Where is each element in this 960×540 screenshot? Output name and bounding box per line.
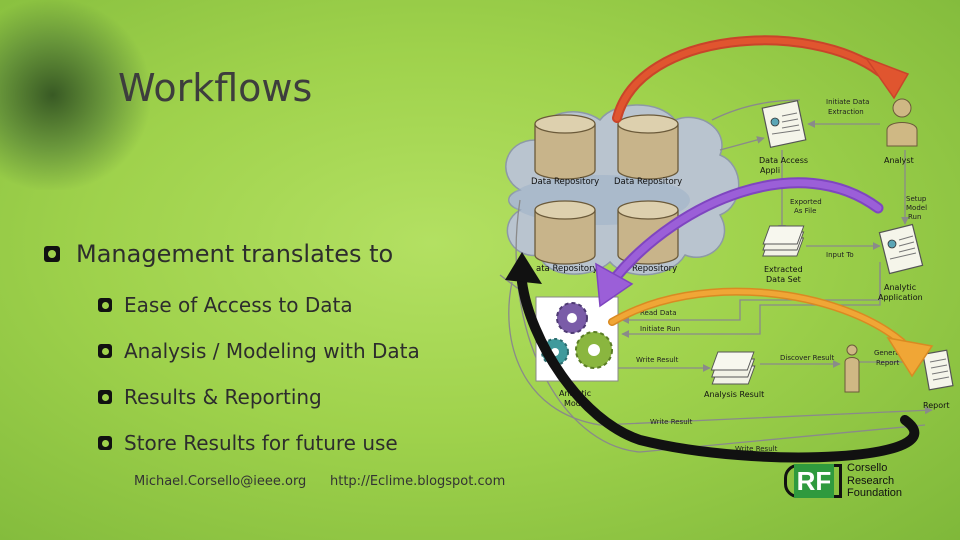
edge-label: Run [908,213,921,221]
connector-lines [499,99,933,453]
edge-label: Write Result [650,418,693,426]
node-label: Repository [632,264,677,274]
bullet-item: Results & Reporting [98,374,484,420]
document-icon [761,99,807,149]
logo-line: Research [847,474,895,487]
circuit-board-image [0,0,150,190]
logo-line: Corsello [847,462,888,474]
document-stack-icon [762,225,805,257]
bullet-item: Management translates to [44,236,484,272]
edge-label: Read Data [640,309,677,317]
database-icon [617,200,679,265]
node-label: ata Repository [536,264,598,274]
node-label: Extracted [764,265,803,274]
database-icon [534,114,596,180]
node-label: Data Repository [531,177,599,187]
node-label: Analytic [884,283,916,292]
purple-arrow [595,177,884,308]
bullet-icon [98,298,112,312]
document-icon [878,223,924,275]
bullet-text: Management translates to [76,240,394,268]
document-stack-icon [710,351,756,385]
node-label: Data Repository [614,177,682,187]
bullet-icon [98,390,112,404]
bullet-item: Ease of Access to Data [98,282,484,328]
edge-label: Exported [790,198,822,206]
edge-label: Initiate Run [640,325,680,333]
edge-label: Report [876,359,899,367]
logo-text: Corsello Research Foundation [847,462,902,500]
edge-label: Model [906,204,927,212]
footer-email[interactable]: Michael.Corsello@ieee.org [134,474,307,489]
logo-line: Foundation [847,487,903,499]
node-label: Analyst [884,156,914,165]
bullet-item: Store Results for future use [98,420,484,466]
foundation-logo: RF Corsello Research Foundation [784,462,914,502]
bullet-icon [98,344,112,358]
edge-label: Write Result [636,356,679,364]
node-label: Data Access [759,156,808,165]
bullet-text: Ease of Access to Data [124,293,353,317]
edge-label: Extraction [828,108,864,116]
database-icon [534,200,596,265]
gears-icon [535,296,619,382]
black-arrow [505,252,920,463]
edge-label: Initiate Data [826,98,869,106]
bullet-list: Management translates to Ease of Access … [44,236,484,466]
document-icon [922,349,954,391]
node-label: Appli [760,166,780,175]
bullet-icon [44,246,60,262]
node-label: Data Set [766,275,801,284]
bullet-item: Analysis / Modeling with Data [98,328,484,374]
node-label: Analysis Result [704,390,764,399]
node-label: Application [878,293,923,302]
node-label: Model [564,399,588,408]
bullet-icon [98,436,112,450]
person-icon [844,344,860,393]
bullet-text: Analysis / Modeling with Data [124,339,420,363]
person-icon [886,98,918,147]
edge-label: Setup [906,195,927,203]
footer-url[interactable]: http://Eclime.blogspot.com [330,474,506,489]
slide-title: Workflows [118,66,313,110]
edge-label: Write Result [735,445,778,453]
database-icon [617,114,679,180]
edge-label: Generat [874,349,903,357]
edge-label: Input To [826,251,854,259]
bullet-text: Store Results for future use [124,431,398,455]
logo-rf-mark: RF [794,464,834,498]
edge-label: Discover Result [780,354,835,362]
node-label: Report [923,401,950,410]
edge-label: As File [794,207,816,215]
orange-arrow [608,287,934,378]
bullet-text: Results & Reporting [124,385,322,409]
red-arrow [612,35,910,123]
